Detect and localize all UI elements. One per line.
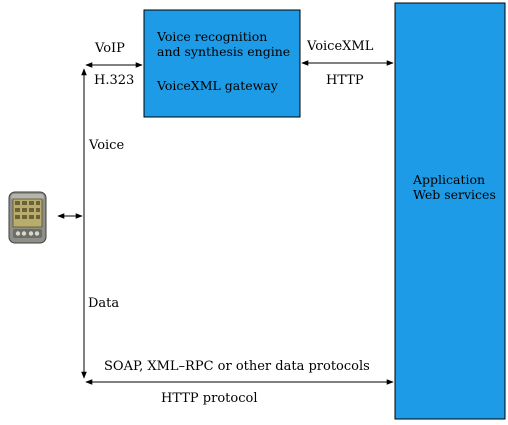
h323-label: H.323 <box>94 73 135 88</box>
application-box <box>394 2 506 420</box>
data-label: Data <box>88 296 120 311</box>
voice-label: Voice <box>89 138 125 153</box>
gateway-line1: Voice recognition <box>157 29 268 44</box>
gateway-line2: and synthesis engine <box>157 44 291 59</box>
soap-label: SOAP, XML–RPC or other data protocols <box>104 359 370 374</box>
voip-label: VoIP <box>95 41 125 56</box>
voicexml-label: VoiceXML <box>307 39 374 54</box>
http-protocol-label: HTTP protocol <box>161 391 258 406</box>
voicexml-gateway-box <box>143 9 301 118</box>
http-label: HTTP <box>326 73 364 88</box>
gateway-title: VoiceXML gateway <box>157 78 278 93</box>
application-line1: Application <box>413 172 486 187</box>
pda-handheld-icon <box>8 191 47 244</box>
application-line2: Web services <box>413 187 496 202</box>
